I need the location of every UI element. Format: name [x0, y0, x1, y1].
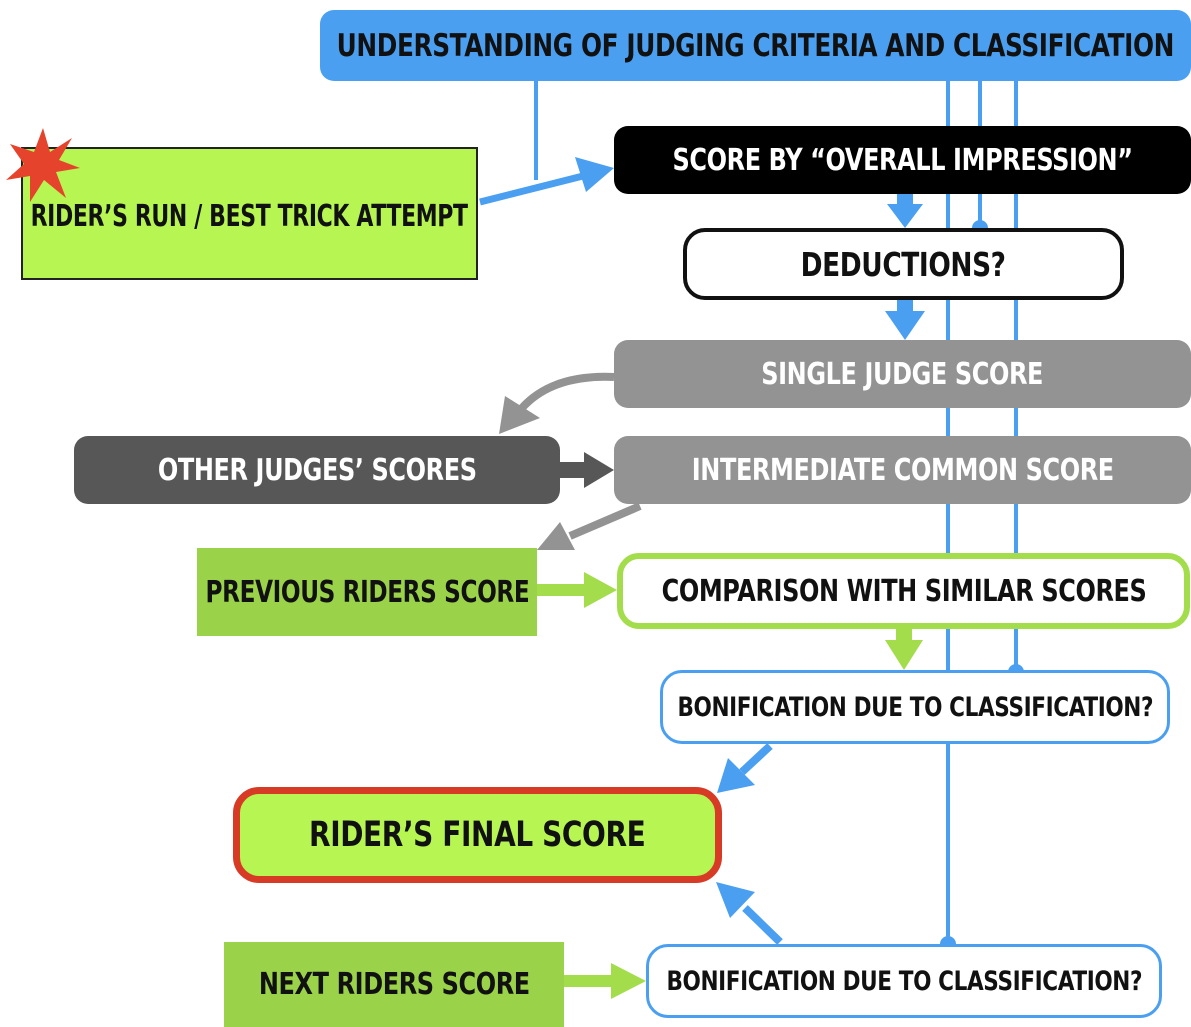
rider-final-score-label: RIDER’S FINAL SCORE — [309, 815, 646, 855]
overall-impression-box: SCORE BY “OVERALL IMPRESSION” — [614, 126, 1191, 194]
arrow-bonification2-to-final — [716, 882, 783, 945]
bonification-box-2: BONIFICATION DUE TO CLASSIFICATION? — [646, 944, 1162, 1018]
bonification-box-1: BONIFICATION DUE TO CLASSIFICATION? — [660, 670, 1170, 744]
judging-criteria-label: UNDERSTANDING OF JUDGING CRITERIA AND CL… — [336, 27, 1175, 64]
arrow-bonification-to-final — [717, 743, 773, 793]
arrow-intermediate-to-previous — [537, 502, 642, 550]
arrow-single-to-other-judges — [499, 372, 615, 434]
intermediate-common-score-label: INTERMEDIATE COMMON SCORE — [691, 452, 1114, 488]
other-judges-scores-box: OTHER JUDGES’ SCORES — [74, 436, 560, 504]
single-judge-score-box: SINGLE JUDGE SCORE — [614, 340, 1191, 408]
comparison-box: COMPARISON WITH SIMILAR SCORES — [617, 553, 1190, 629]
rider-final-score-box: RIDER’S FINAL SCORE — [233, 787, 722, 883]
rider-attempt-box: RIDER’S RUN / BEST TRICK ATTEMPT — [21, 147, 478, 280]
rider-attempt-label: RIDER’S RUN / BEST TRICK ATTEMPT — [30, 199, 469, 234]
bonification-label-1: BONIFICATION DUE TO CLASSIFICATION? — [677, 691, 1153, 723]
comparison-label: COMPARISON WITH SIMILAR SCORES — [661, 573, 1146, 609]
arrow-next-to-bonification2 — [564, 963, 646, 999]
red-star-burst-icon — [6, 128, 80, 202]
bonification-label-2: BONIFICATION DUE TO CLASSIFICATION? — [666, 965, 1142, 997]
single-judge-score-label: SINGLE JUDGE SCORE — [761, 356, 1044, 392]
other-judges-scores-label: OTHER JUDGES’ SCORES — [157, 452, 477, 488]
arrow-deductions-to-single — [885, 300, 925, 340]
arrow-comparison-to-bonification — [885, 629, 923, 670]
deductions-label: DEDUCTIONS? — [801, 244, 1006, 284]
deductions-box: DEDUCTIONS? — [683, 228, 1124, 300]
arrow-impression-to-deductions — [887, 194, 923, 228]
intermediate-common-score-box: INTERMEDIATE COMMON SCORE — [614, 436, 1191, 504]
overall-impression-label: SCORE BY “OVERALL IMPRESSION” — [672, 142, 1133, 178]
previous-riders-score-label: PREVIOUS RIDERS SCORE — [205, 574, 529, 610]
previous-riders-score-box: PREVIOUS RIDERS SCORE — [197, 548, 537, 636]
arrow-other-to-intermediate — [560, 452, 614, 488]
next-riders-score-label: NEXT RIDERS SCORE — [258, 967, 530, 1002]
arrow-attempt-to-impression — [479, 157, 614, 206]
next-riders-score-box: NEXT RIDERS SCORE — [224, 942, 564, 1027]
judging-criteria-box: UNDERSTANDING OF JUDGING CRITERIA AND CL… — [320, 10, 1191, 81]
arrow-previous-to-comparison — [537, 572, 617, 608]
